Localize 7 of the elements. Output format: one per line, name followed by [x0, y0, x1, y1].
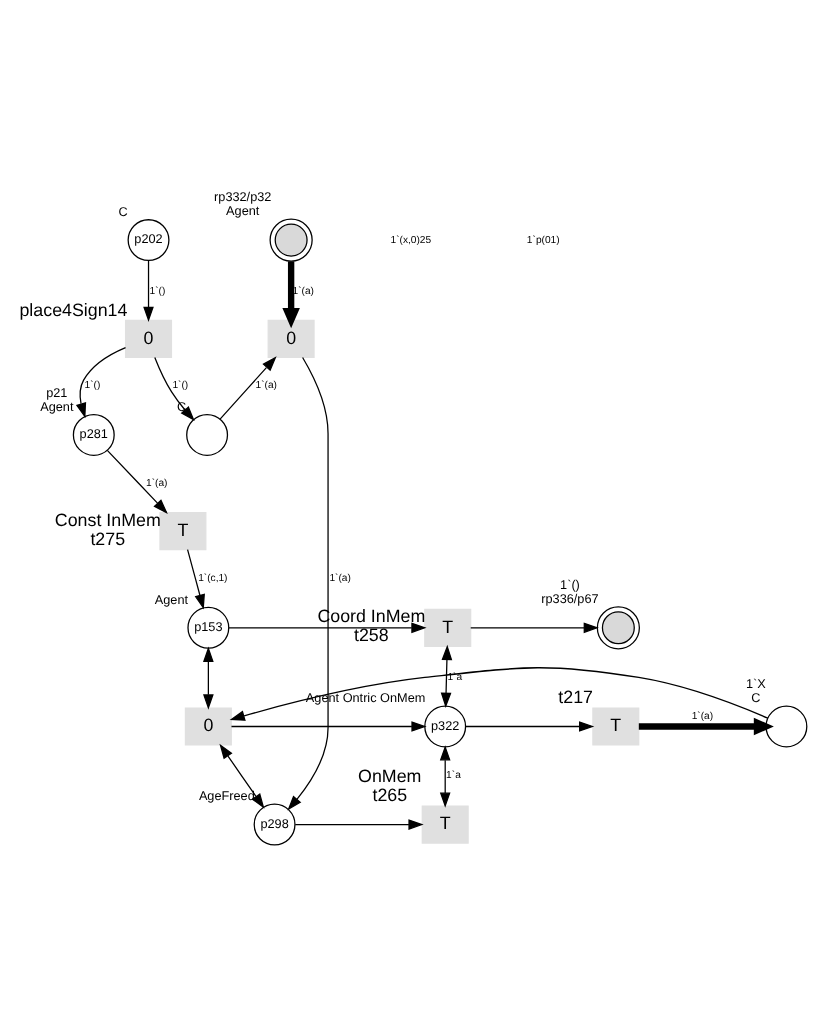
node-label: place4Sign14: [19, 299, 128, 320]
node-label: t258: [354, 625, 389, 646]
node-label: Const InMem: [54, 509, 161, 530]
node-label: OnMem: [358, 766, 422, 787]
node-label: t217: [558, 687, 594, 708]
node-label: t265: [372, 785, 408, 806]
node-label: t275: [90, 528, 126, 549]
